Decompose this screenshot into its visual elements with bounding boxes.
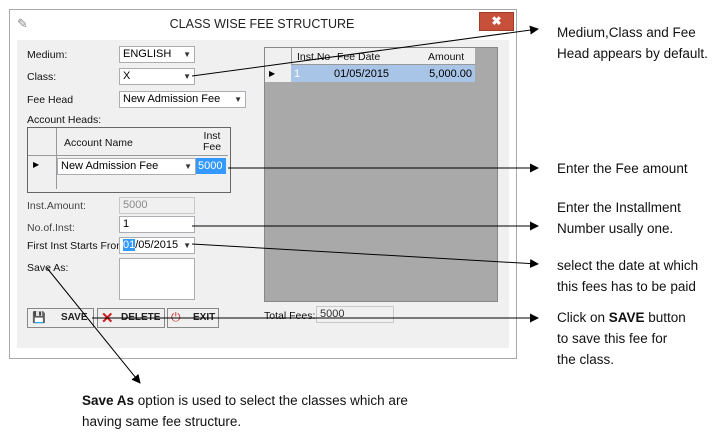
chevron-down-icon: ▼ [234, 95, 242, 104]
annot-saveas-post: option is used to select the classes whi… [134, 393, 408, 408]
save-as-list[interactable] [119, 258, 195, 300]
col-inst-line2: Fee [202, 141, 222, 153]
annot-inst-line2: Number usally one. [557, 221, 674, 236]
total-fees-label: Total Fees: [264, 310, 316, 322]
save-button[interactable]: 💾 SAVE [27, 308, 94, 328]
date-day-segment[interactable]: 01 [123, 239, 136, 251]
annot-save-line1: Click on SAVE button [557, 310, 686, 325]
row-pointer-icon: ▶ [269, 69, 276, 78]
inst-amount-field[interactable]: 5000 [119, 197, 195, 214]
annot-date-line2: this fees has to be paid [557, 279, 696, 294]
arrow-date [191, 243, 539, 269]
annot-save-bold: SAVE [608, 310, 645, 325]
col-inst-fee: Inst Fee [201, 131, 223, 153]
annot-save-pre: Click on [557, 310, 609, 325]
chevron-down-icon: ▼ [183, 72, 191, 81]
col-inst-no: Inst.No [297, 51, 331, 63]
annot-fee-amount: Enter the Fee amount [557, 161, 688, 176]
no-inst-label: No.of.Inst: [27, 222, 75, 234]
annot-saveas-line1: Save As option is used to select the cla… [82, 393, 408, 408]
first-inst-label: First Inst Starts From: [27, 240, 128, 252]
window-title: CLASS WISE FEE STRUCTURE [169, 17, 355, 31]
col-amount: Amount [428, 51, 465, 63]
account-name-cell[interactable]: New Admission Fee ▼ [57, 158, 196, 175]
inst-fee-cell[interactable]: 5000 [196, 158, 226, 174]
title-bar [10, 10, 514, 38]
chevron-down-icon: ▼ [183, 50, 191, 59]
medium-select[interactable]: ENGLISH ▼ [119, 46, 195, 63]
feehead-value: New Admission Fee [123, 93, 221, 105]
account-name-value: New Admission Fee [61, 160, 159, 172]
save-as-label: Save As: [27, 262, 69, 274]
col-inst-line1: Inst [203, 130, 221, 142]
date-rest: /05/2015 [135, 239, 179, 251]
first-inst-date-picker[interactable]: 01/05/2015 ▼ [119, 237, 195, 254]
class-label: Class: [27, 71, 57, 83]
inst-amount-label: Inst.Amount: [27, 200, 86, 212]
annot-medium-line1: Medium,Class and Fee [557, 25, 696, 40]
annot-save-line2: to save this fee for [557, 331, 668, 346]
class-value: X [123, 70, 131, 82]
save-button-label: SAVE [61, 312, 88, 323]
fee-grid-row[interactable] [291, 65, 475, 82]
feehead-select[interactable]: New Admission Fee ▼ [119, 91, 246, 108]
medium-value: ENGLISH [123, 48, 172, 60]
close-button[interactable]: ✖ [479, 12, 514, 31]
annot-saveas-line2: having same fee structure. [82, 414, 242, 429]
class-select[interactable]: X ▼ [119, 68, 195, 85]
medium-label: Medium: [27, 49, 68, 61]
row-fee-date: 01/05/2015 [334, 68, 390, 80]
annot-date-line1: select the date at which [557, 258, 699, 273]
annot-saveas-bold: Save As [82, 393, 135, 408]
chevron-down-icon: ▼ [184, 162, 192, 171]
annot-medium-line2: Head appears by default. [557, 46, 708, 61]
annot-inst-line1: Enter the Installment [557, 200, 681, 215]
fee-grid-header [265, 48, 475, 65]
exit-icon: ⏻ [171, 310, 181, 324]
account-heads-label: Account Heads: [27, 114, 102, 126]
chevron-down-icon: ▼ [183, 241, 191, 250]
arrow-save-as [46, 267, 141, 384]
arrow-medium [191, 25, 539, 77]
feehead-label: Fee Head [27, 94, 74, 106]
annot-save-line3: the class. [557, 352, 615, 367]
row-header-column [28, 128, 57, 189]
grid-divider [28, 155, 228, 156]
floppy-disk-icon: 💾 [32, 312, 46, 324]
col-account-name: Account Name [64, 137, 133, 149]
row-pointer-icon: ▶ [33, 160, 40, 169]
no-inst-field[interactable]: 1 [119, 216, 195, 233]
row-amount: 5,000.00 [429, 68, 472, 80]
total-fees-field: 5000 [316, 306, 394, 323]
app-icon: ✎ [17, 16, 28, 31]
col-fee-date: Fee Date [337, 51, 381, 63]
row-inst-no: 1 [294, 68, 301, 80]
annot-save-post: button [644, 310, 686, 325]
